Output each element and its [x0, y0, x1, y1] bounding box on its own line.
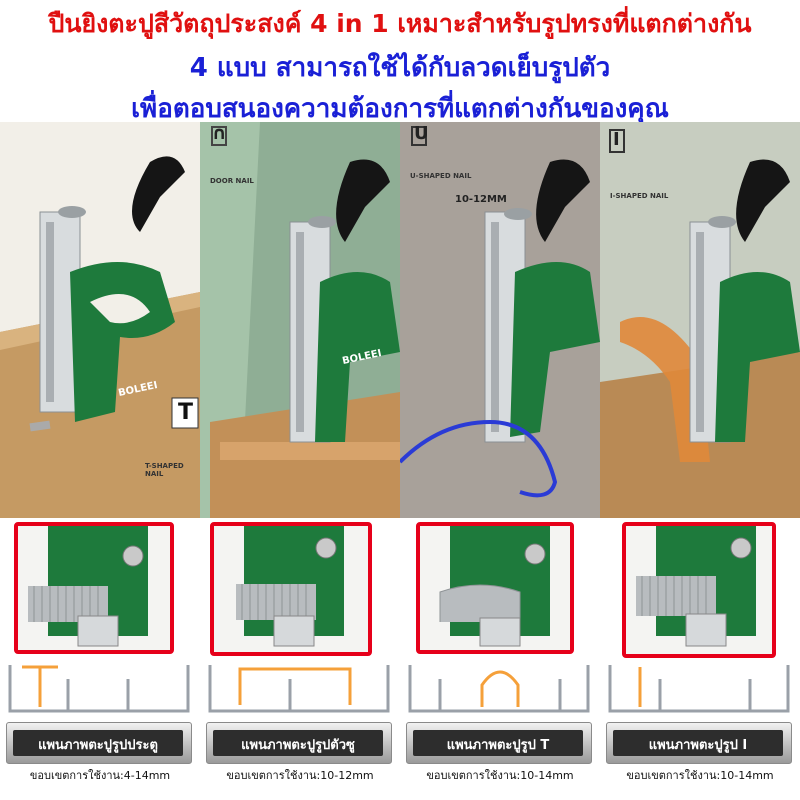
product-photo-i: I I-SHAPED NAIL [600, 122, 800, 520]
t-letter-tag: T [178, 400, 194, 425]
headline-line-3: เพื่อตอบสนองความต้องการที่แตกต่างกันของค… [131, 94, 669, 124]
type-plate-door: แพนภาพตะปูรูปตัวซู [206, 722, 392, 764]
door-nail-label: DOOR NAIL [210, 177, 254, 185]
closeup-i [600, 518, 800, 660]
usage-range: ขอบเขตการใช้งาน:10-12mm [226, 769, 374, 782]
i-nail-label: I-SHAPED NAIL [610, 192, 669, 200]
u-nail-diagram [408, 665, 590, 713]
type-name: แพนภาพตะปูรูป I [648, 738, 748, 753]
type-plate-u: แพนภาพตะปูรูป T [406, 722, 592, 764]
product-photo-door: ∩ DOOR NAIL BOLEEI [200, 122, 400, 520]
t-nail-label: T-SHAPED NAIL [145, 462, 184, 478]
closeup-u [400, 518, 600, 660]
product-photo-u: U U-SHAPED NAIL 10-12MM [400, 122, 600, 520]
type-name: แพนภาพตะปูรูปตัวซู [241, 738, 355, 753]
usage-range: ขอบเขตการใช้งาน:10-14mm [426, 769, 574, 782]
type-name: แพนภาพตะปูรูป T [446, 738, 550, 753]
closeup-door [200, 518, 400, 660]
closeup-t [0, 518, 200, 660]
headline-line-1: ปืนยิงตะปูสีวัตถุประสงค์ 4 in 1 เหมาะสำห… [48, 9, 752, 38]
i-nail-diagram [608, 665, 790, 713]
t-nail-diagram [8, 665, 190, 713]
headline-line-2: 4 แบบ สามารถใช้ได้กับลวดเย็บรูปตัว [189, 53, 611, 83]
u-nail-label: U-SHAPED NAIL [410, 172, 472, 180]
usage-range: ขอบเขตการใช้งาน:10-14mm [626, 769, 774, 782]
door-letter-tag: ∩ [212, 123, 227, 144]
u-size-label: 10-12MM [455, 194, 507, 205]
product-photo-t: T T-SHAPED NAIL BOLEEI [0, 122, 200, 520]
door-nail-diagram [208, 665, 390, 713]
i-letter-tag: I [613, 129, 620, 150]
u-letter-tag: U [414, 123, 429, 144]
usage-range: ขอบเขตการใช้งาน:4-14mm [29, 769, 171, 782]
type-plate-t: แพนภาพตะปูรูปประตู [6, 722, 192, 764]
type-plate-i: แพนภาพตะปูรูป I [606, 722, 792, 764]
type-name: แพนภาพตะปูรูปประตู [38, 738, 158, 753]
headline-block: ปืนยิงตะปูสีวัตถุประสงค์ 4 in 1 เหมาะสำห… [0, 0, 800, 124]
